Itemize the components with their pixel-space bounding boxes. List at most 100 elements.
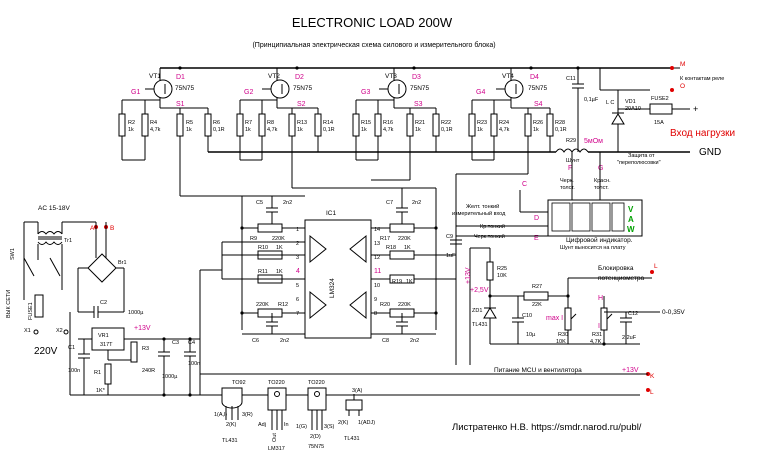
c9-value: 1uF [446,253,456,259]
c5-value: 2n2 [283,200,292,206]
marker-m: L [654,263,658,270]
relay-label: К контактам реле [680,76,724,82]
r11-label: R11 [258,269,268,275]
pin-3: 3 [296,255,299,261]
r18-label: R18 [386,245,396,251]
vt2-name: VT2 [268,73,280,80]
zd1-label: ZD1 [472,308,482,314]
author-credit: Листратенко Н.В. https://smdr.narod.ru/p… [452,422,642,433]
pkg2-part: LM317 [268,446,285,452]
ic1-label: IC1 [326,210,337,217]
to92-body [221,387,243,409]
reference-section: C9 1uF R25 10K +2,5V ZD1 TL431 C10 10µ R… [446,226,685,365]
vd1-label: VD1 [625,99,636,105]
c6-value: 2n2 [280,338,289,344]
marker-l: L [650,389,654,396]
pin-8: 8 [374,311,377,317]
r10-value: 1K [276,245,283,251]
r28-label: R28 [555,120,565,126]
r5-label: R5 [186,120,193,126]
r29-value: 5мОм [584,138,603,145]
r19-label: R19 [392,279,402,285]
r29-label: R29 [566,138,576,144]
lm324-label: LM324 [329,278,336,298]
diagram-title: ELECTRONIC LOAD 200W [292,15,453,30]
r23-value: 1k [477,127,483,133]
r6-label: R6 [213,120,220,126]
yellow-thin: Желт. тонкий [466,203,499,210]
marker-g: G [598,165,603,172]
r30-label: R30 [558,332,568,338]
pin-2: 2 [296,241,299,247]
marker-o: O [680,83,685,90]
r14-label: R14 [323,120,333,126]
marker-c: C [522,181,527,188]
x1-label: X1 [24,328,31,334]
r26-value: 1k [533,127,539,133]
fuse1-label: FUSE1 [28,302,34,320]
display-w: W [627,225,635,234]
marker-k: K [650,373,655,380]
sw-label: SW1 [10,248,16,260]
r4-label: R4 [150,120,157,126]
display-digit-1 [551,202,571,232]
pin-14: 14 [374,227,380,233]
r25-label: R25 [497,266,507,272]
vt1-name: VT1 [149,73,161,80]
marker-d: D [534,215,539,222]
c1-value: 100n [68,368,80,374]
r12-label: R12 [278,302,288,308]
pkg4-pin3: 3(A) [352,388,363,394]
c4-value: 100n [188,361,200,367]
c11-label: C11 [566,76,576,82]
display-a: A [628,215,634,224]
r13-label: R13 [297,120,307,126]
pkg2-name: TO220 [268,380,285,386]
display-v: V [628,205,634,214]
c7-value: 2n2 [412,200,421,206]
r25-value: 10K [497,273,507,279]
vt2-part: 75N75 [293,85,313,92]
r3-label: R3 [142,346,149,352]
vt3-part: 75N75 [410,85,430,92]
protection-line1: Защита от [628,153,655,159]
r17-value: 220K [398,236,411,242]
pkg4-pin2: 2(K) [338,420,349,426]
r8-value: 4,7k [267,127,278,133]
plus-13v-ps: +13V [134,325,151,332]
block-label-2: потенциометра [598,275,645,282]
marker-h: H [598,295,603,302]
vt2-gate: G2 [244,89,253,96]
red-thick-1: Красн. [594,178,611,184]
c6-label: C6 [252,338,259,344]
junctions [162,66,606,397]
display-digit-2 [571,202,591,232]
r26-label: R26 [533,120,543,126]
max-label: max I [546,315,563,322]
net-markers: M O A B C F G L H I K L [90,61,685,396]
vt1-gate: G1 [131,89,140,96]
display-module: V A W Цифровой индикатор. Шунт выносится… [452,152,643,251]
r2-value: 1k [128,127,134,133]
pin-12: 12 [374,255,380,261]
vt2-source: S2 [297,101,306,108]
c8-value: 2n2 [410,338,419,344]
r4-value: 4,7k [150,127,161,133]
vr1-part: 317T [100,342,113,348]
diagram-subtitle: (Принципиальная электрическая схема сило… [252,41,495,49]
r20-value: 220K [398,302,411,308]
c11-value: 0,1µF [584,97,599,103]
meas-input: измерительный вход [452,210,506,217]
vt2-drain: D2 [295,74,304,81]
vt4-drain: D4 [530,74,539,81]
pkg2-pin3: In [284,422,289,428]
package-pinouts: TO92 1(A,l) 2(K) 3(R) TL431 TO220 Adj Ou… [214,380,375,452]
pkg1-name: TO92 [232,380,246,386]
c3-label: C3 [172,340,179,346]
display-caption: Цифровой индикатор. [566,236,633,244]
pkg4-part: TL431 [344,436,360,442]
marker-n: M [680,61,685,68]
r27-label: R27 [532,284,542,290]
r21-label: R21 [415,120,425,126]
r31-label: R31 [592,332,602,338]
